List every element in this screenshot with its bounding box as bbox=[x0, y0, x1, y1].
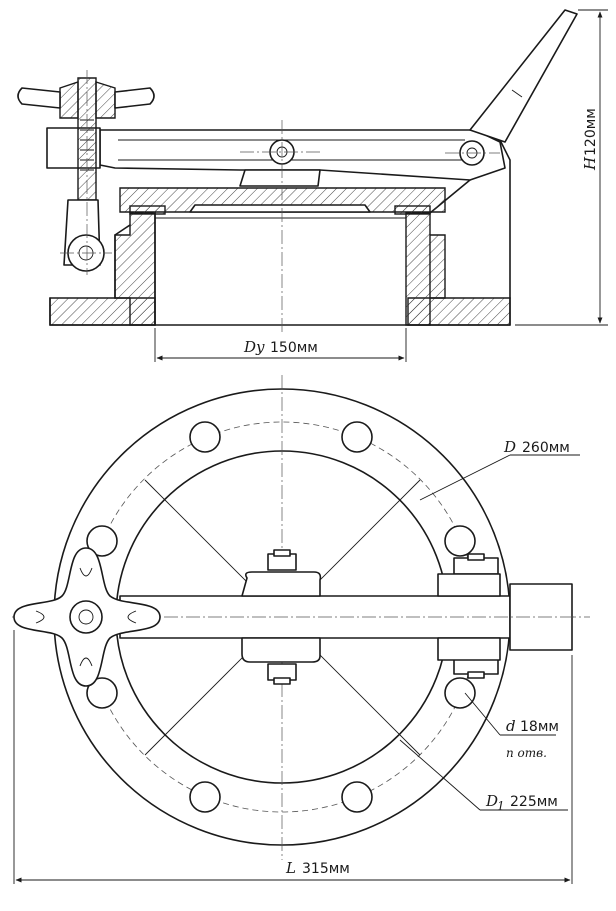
t-handle bbox=[17, 87, 61, 109]
length-symbol: L bbox=[285, 859, 296, 877]
d-hole-count-note: n отв. bbox=[506, 746, 547, 760]
lever-handle-tip bbox=[511, 89, 523, 98]
bolt-holes bbox=[86, 421, 476, 813]
d-hole-value: 18мм bbox=[520, 719, 559, 735]
d-hole-leader bbox=[464, 692, 501, 736]
d1-value: 225мм bbox=[510, 794, 558, 810]
stud-cap bbox=[273, 677, 291, 685]
top-plan-view: D 260мм d 18мм n отв. D 1 225мм L 315мм bbox=[12, 375, 590, 884]
dy-value: 150мм bbox=[270, 340, 318, 356]
pad-top bbox=[241, 571, 322, 597]
stud-cap bbox=[467, 671, 485, 679]
bracket-right-top bbox=[437, 573, 501, 597]
height-symbol: H bbox=[581, 156, 599, 171]
d-hole-symbol: d bbox=[506, 717, 516, 735]
bolt-hole bbox=[444, 677, 476, 709]
inner-bore bbox=[154, 217, 406, 325]
clamp-nut-hatched bbox=[59, 81, 79, 119]
bolt-hole bbox=[189, 421, 221, 453]
height-label: H 120мм bbox=[581, 108, 599, 171]
d-outer-value: 260мм bbox=[522, 440, 570, 456]
handwheel-rib-bottom bbox=[79, 657, 93, 667]
dy-symbol: Dy bbox=[243, 338, 265, 356]
bolt-hole bbox=[189, 781, 221, 813]
side-section-view: H 120мм Dy 150мм bbox=[17, 9, 608, 362]
t-handle-right bbox=[114, 87, 155, 109]
pad-bottom bbox=[241, 637, 321, 663]
center-boss bbox=[239, 169, 321, 187]
d1-subscript: 1 bbox=[497, 799, 505, 813]
length-value: 315мм bbox=[302, 861, 350, 877]
gasket-right bbox=[394, 205, 431, 215]
bracket-right-bottom bbox=[437, 637, 501, 661]
bolt-hole bbox=[444, 525, 476, 557]
studs bbox=[267, 549, 499, 685]
stud-cap bbox=[273, 549, 291, 557]
gasket-left bbox=[129, 205, 166, 215]
handwheel-rib-right bbox=[127, 610, 137, 624]
base-outline bbox=[49, 297, 511, 326]
bolt-hole bbox=[341, 421, 373, 453]
lever-handle bbox=[469, 9, 578, 143]
d1-leader bbox=[399, 739, 481, 811]
bolt-hole bbox=[86, 677, 118, 709]
d1-symbol: D bbox=[485, 792, 498, 810]
handwheel-hub bbox=[69, 600, 103, 634]
height-value: 120мм bbox=[583, 108, 599, 156]
clamp-nut-hatched-right bbox=[95, 81, 116, 119]
d-outer-symbol: D bbox=[503, 438, 516, 456]
d-outer-leader bbox=[419, 454, 511, 501]
handwheel-rib-top bbox=[79, 567, 93, 577]
bolt-hole bbox=[86, 525, 118, 557]
stud-cap bbox=[467, 553, 485, 561]
handwheel-rib-left bbox=[35, 610, 45, 624]
lid-raised-center bbox=[189, 204, 371, 213]
handwheel-hub-inner bbox=[78, 609, 94, 625]
bolt-hole bbox=[341, 781, 373, 813]
